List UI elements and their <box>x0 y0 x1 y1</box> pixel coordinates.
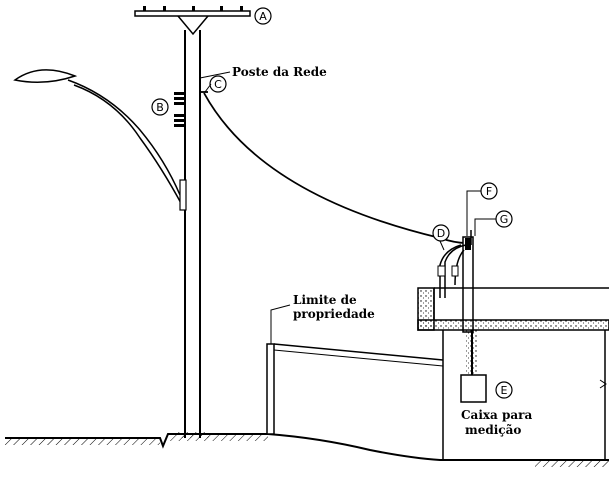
svg-text:F: F <box>486 185 492 198</box>
ground <box>5 433 609 467</box>
street-lamp <box>13 69 187 211</box>
svg-text:E: E <box>501 384 508 397</box>
marker-d: D <box>432 224 450 242</box>
marker-a: A <box>254 7 272 25</box>
utility-pole <box>134 6 251 438</box>
svg-text:C: C <box>214 78 222 91</box>
pole-crossarm <box>134 10 251 17</box>
marker-leaders <box>204 83 496 251</box>
svg-text:B: B <box>156 101 164 114</box>
building-wall <box>442 330 607 460</box>
service-drop-cable <box>200 91 467 244</box>
leader-lines <box>199 71 291 344</box>
svg-text:D: D <box>437 227 445 240</box>
building-roof-slab <box>417 287 609 331</box>
crossarm-insulators <box>143 6 243 11</box>
lamp-bracket <box>179 179 187 211</box>
marker-c: C <box>209 75 227 93</box>
marker-b: B <box>151 98 169 116</box>
marker-f: F <box>480 182 498 200</box>
meter-conduit <box>466 330 478 375</box>
meter-box <box>460 374 487 403</box>
label-poste-da-rede: Poste da Rede <box>232 65 327 79</box>
lamp-head <box>13 69 78 83</box>
label-caixa-line1: Caixa para <box>461 408 532 422</box>
label-caixa-line2: medição <box>465 423 521 437</box>
property-boundary-wall <box>266 343 444 435</box>
svg-text:G: G <box>500 213 509 226</box>
label-limite-line1: Limite de <box>293 293 357 307</box>
marker-g: G <box>495 210 513 228</box>
marker-e: E <box>495 381 513 399</box>
secondary-rack-insulators <box>174 92 184 127</box>
label-limite-line2: propriedade <box>293 307 375 321</box>
svg-text:A: A <box>259 10 267 23</box>
service-mast <box>437 230 474 333</box>
